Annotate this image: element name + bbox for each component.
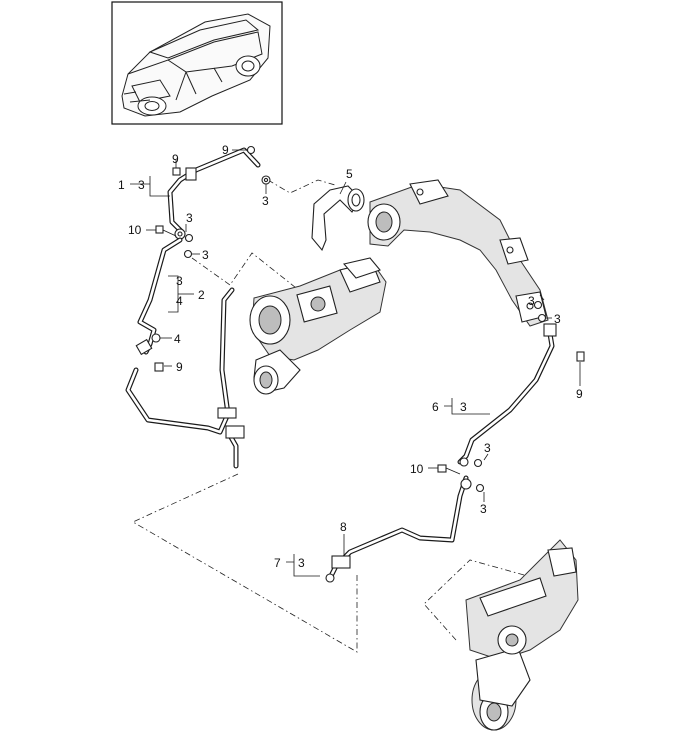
hose-part-5 xyxy=(311,185,365,252)
callout-5: 5 xyxy=(346,167,353,181)
bolt-10-upper xyxy=(155,225,177,237)
callout-9-lower-left: 9 xyxy=(176,360,183,374)
callout-3-b: 3 xyxy=(186,211,193,225)
manifold-turbo-lower-right xyxy=(465,539,579,731)
callout-2: 2 xyxy=(198,288,205,302)
reference-lines xyxy=(132,179,525,653)
bolt-10-lower xyxy=(437,464,461,475)
callout-1-sub-3: 3 xyxy=(138,178,145,192)
coolant-pipe-left xyxy=(135,237,183,356)
callout-10-upper: 10 xyxy=(128,223,142,237)
callout-3-right-a: 3 xyxy=(528,294,535,308)
hose-clamp xyxy=(217,407,237,419)
callout-2-sub-4: 4 xyxy=(176,294,183,308)
car-illustration xyxy=(121,13,271,117)
washer-3-mid-a xyxy=(473,458,483,468)
callout-3-top: 3 xyxy=(262,194,269,208)
leader-lines xyxy=(130,149,581,577)
callout-10-lower: 10 xyxy=(410,462,424,476)
callout-9-right: 9 xyxy=(576,387,583,401)
coolant-pipe-lower xyxy=(325,475,472,583)
bolt-9-left xyxy=(172,167,181,176)
washer-3-a xyxy=(184,233,194,243)
callout-3-mid-a: 3 xyxy=(484,441,491,455)
bolt-9-lower-left xyxy=(154,362,164,372)
bracket-part-8 xyxy=(331,555,351,569)
callout-4: 4 xyxy=(174,332,181,346)
callout-labels: 9 9 1 3 3 5 10 3 3 3 2 4 4 9 3 3 9 6 3 3… xyxy=(118,143,583,570)
washer-3-right-b xyxy=(537,313,547,323)
callout-7-sub-3: 3 xyxy=(298,556,305,570)
washer-3-top xyxy=(261,175,271,185)
callout-8: 8 xyxy=(340,520,347,534)
coolant-pipe-upper xyxy=(167,147,261,240)
callout-9-upper-left: 9 xyxy=(172,152,179,166)
callout-3-right-b: 3 xyxy=(554,312,561,326)
callout-3-mid-b: 3 xyxy=(480,502,487,516)
callout-7: 7 xyxy=(274,556,281,570)
callout-3-c: 3 xyxy=(202,248,209,262)
manifold-upper-right xyxy=(367,179,549,327)
return-hose xyxy=(125,287,245,469)
fasteners xyxy=(154,145,585,493)
callout-9-top: 9 xyxy=(222,143,229,157)
washer-3-mid-b xyxy=(475,483,485,493)
washer-3-right-a xyxy=(533,300,543,310)
washer-3-b xyxy=(183,249,193,259)
coolant-pipe-right xyxy=(457,323,557,467)
callout-6: 6 xyxy=(432,400,439,414)
turbocharger-left xyxy=(249,257,387,395)
callout-2-sub-3: 3 xyxy=(176,274,183,288)
vehicle-thumbnail xyxy=(111,1,283,125)
pipe-clip xyxy=(185,167,197,181)
callout-1: 1 xyxy=(118,178,125,192)
callout-6-sub-3: 3 xyxy=(460,400,467,414)
bolt-9-right xyxy=(576,351,585,362)
